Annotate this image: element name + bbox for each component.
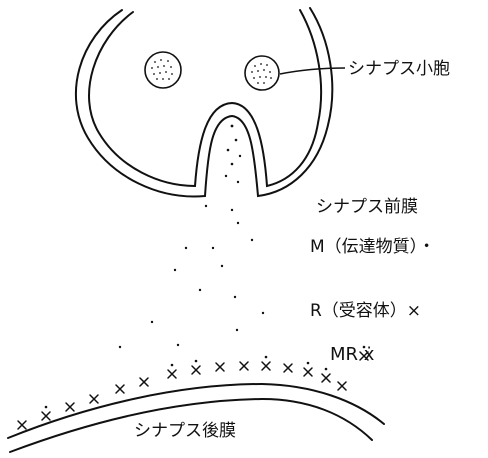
- label-presynaptic-membrane: シナプス前膜: [316, 197, 418, 217]
- complex-dots: [45, 346, 366, 409]
- terminal-outer-membrane: [76, 8, 332, 196]
- label-receptor: R（受容体）×: [310, 301, 421, 321]
- synaptic-vesicles: [145, 52, 279, 90]
- label-mr-complex: MR ẋ: [330, 344, 375, 365]
- vesicle-leader-line: [280, 68, 345, 74]
- vesicle-right: [245, 56, 279, 90]
- label-synaptic-vesicle: シナプス小胞: [348, 59, 450, 79]
- label-postsynaptic-membrane: シナプス後膜: [134, 421, 236, 441]
- vesicle-left: [145, 52, 181, 88]
- terminal-inner-membrane: [89, 10, 321, 186]
- presynaptic-terminal: [76, 8, 332, 196]
- postsynaptic-membrane: [8, 384, 384, 452]
- transmitter-dots: [119, 125, 264, 349]
- label-transmitter: M（伝達物質）・: [310, 237, 435, 257]
